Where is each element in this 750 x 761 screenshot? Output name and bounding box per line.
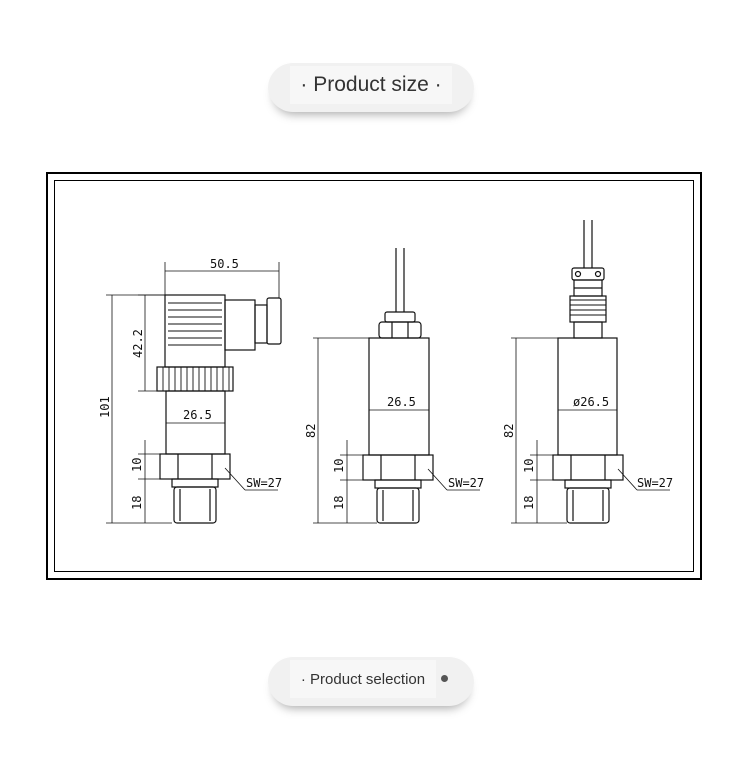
product-selection-header: · Product selection: [268, 656, 474, 706]
dim-wrench-3: SW=27: [637, 476, 673, 490]
drawing-frame: [46, 172, 702, 580]
din-connector-side: [224, 299, 256, 351]
dim-wrench-2: SW=27: [448, 476, 484, 490]
sensor-view-m12: 82 ø26.5 10 18 SW=27: [502, 220, 673, 524]
product-selection-label: · Product selection: [290, 660, 436, 698]
dim-diameter-2: 26.5: [387, 395, 416, 409]
din-hex: [159, 453, 231, 480]
cable-hex: [362, 454, 434, 481]
cable-gland: [378, 321, 422, 339]
dim-thread-height-3: 18: [522, 496, 536, 510]
din-body: [165, 390, 226, 455]
m12-thread: [566, 487, 610, 524]
dim-diameter-3: ø26.5: [573, 395, 609, 409]
dim-hex-height-1: 10: [130, 458, 144, 472]
sensor-view-cable: 82 26.5 10 18 SW=27: [304, 248, 484, 524]
dim-body-height-2: 82: [304, 424, 318, 438]
dim-diameter-1: 26.5: [183, 408, 212, 422]
product-size-header: · Product size ·: [268, 62, 474, 112]
dim-hex-height-3: 10: [522, 459, 536, 473]
dim-total-height: 101: [98, 396, 112, 418]
m12-hex: [552, 454, 624, 481]
cable-thread: [376, 487, 420, 524]
bullet-dot-icon: [441, 675, 448, 682]
drawing-inner-border: [54, 180, 694, 572]
dim-wrench-1: SW=27: [246, 476, 282, 490]
dim-head-height: 42.2: [131, 329, 145, 358]
dim-hex-height-2: 10: [332, 459, 346, 473]
dim-thread-height-2: 18: [332, 496, 346, 510]
dim-width-top: 50.5: [210, 257, 239, 271]
din-thread: [173, 486, 217, 524]
dim-thread-height-1: 18: [130, 496, 144, 510]
sensor-view-din: 50.5 42.2 101 26.5 10 18 SW=27: [98, 257, 282, 524]
dim-body-height-3: 82: [502, 424, 516, 438]
product-size-label: · Product size ·: [290, 66, 452, 104]
din-knurled-nut: [156, 366, 234, 392]
